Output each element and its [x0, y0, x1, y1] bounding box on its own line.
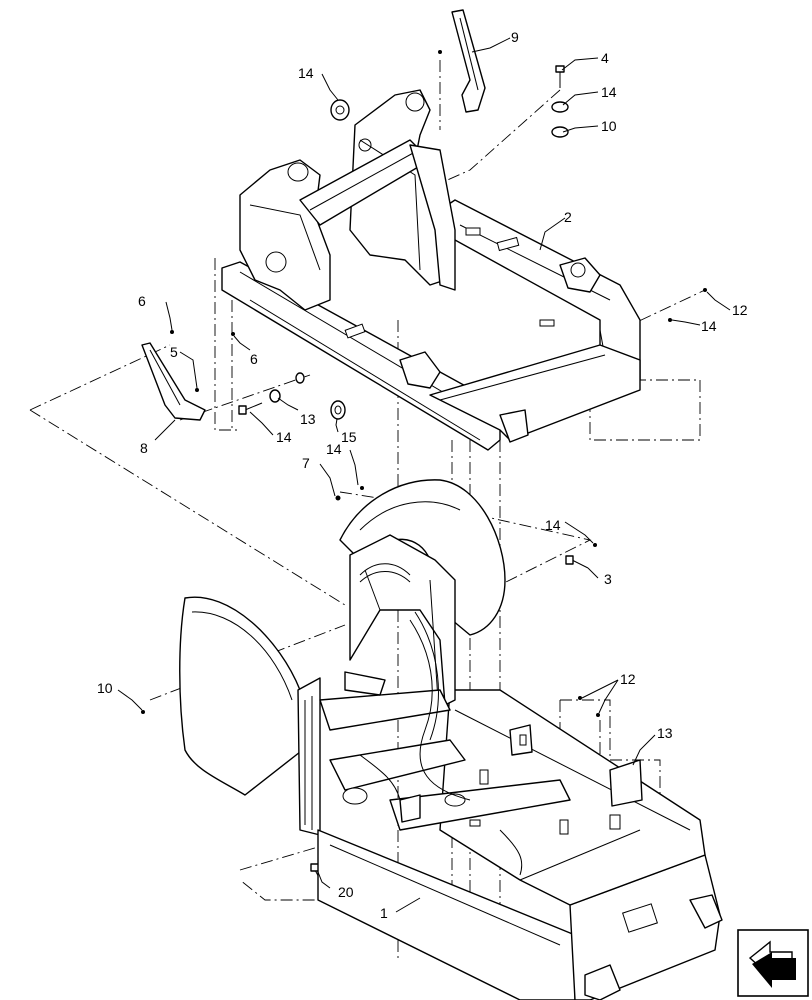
callout-9: 9 [511, 29, 519, 45]
callout-17: 14 [276, 429, 292, 445]
callout-16: 14 [601, 84, 617, 100]
callout-12b: 12 [620, 671, 636, 687]
callout-18: 14 [298, 65, 314, 81]
callout-14b: 14 [326, 441, 342, 457]
callout-12a: 12 [732, 302, 748, 318]
callout-2: 2 [564, 209, 572, 225]
upper-loader-frame [221, 89, 641, 451]
previous-page-arrow-icon[interactable] [737, 929, 809, 997]
callout-4: 4 [601, 50, 609, 66]
leader-lines [117, 37, 731, 913]
callout-5: 5 [170, 344, 178, 360]
callout-15: 13 [657, 725, 673, 741]
callout-20: 20 [338, 884, 354, 900]
callout-labels: 9 4 14 14 10 2 6 12 14 5 6 13 14 15 8 14… [97, 29, 748, 921]
callout-3: 3 [604, 571, 612, 587]
callout-19: 15 [341, 429, 357, 445]
callout-14a: 14 [701, 318, 717, 334]
callout-13: 13 [300, 411, 316, 427]
callout-7: 7 [302, 455, 310, 471]
hardware [141, 50, 707, 886]
fender-panels [179, 479, 506, 796]
brackets [141, 9, 486, 421]
callout-10: 10 [601, 118, 617, 134]
callout-8: 8 [140, 440, 148, 456]
callout-6b: 6 [250, 351, 258, 367]
callout-1: 1 [380, 905, 388, 921]
callout-6a: 6 [138, 293, 146, 309]
lower-chassis [297, 534, 723, 1000]
callout-11: 10 [97, 680, 113, 696]
callout-14c: 14 [545, 517, 561, 533]
